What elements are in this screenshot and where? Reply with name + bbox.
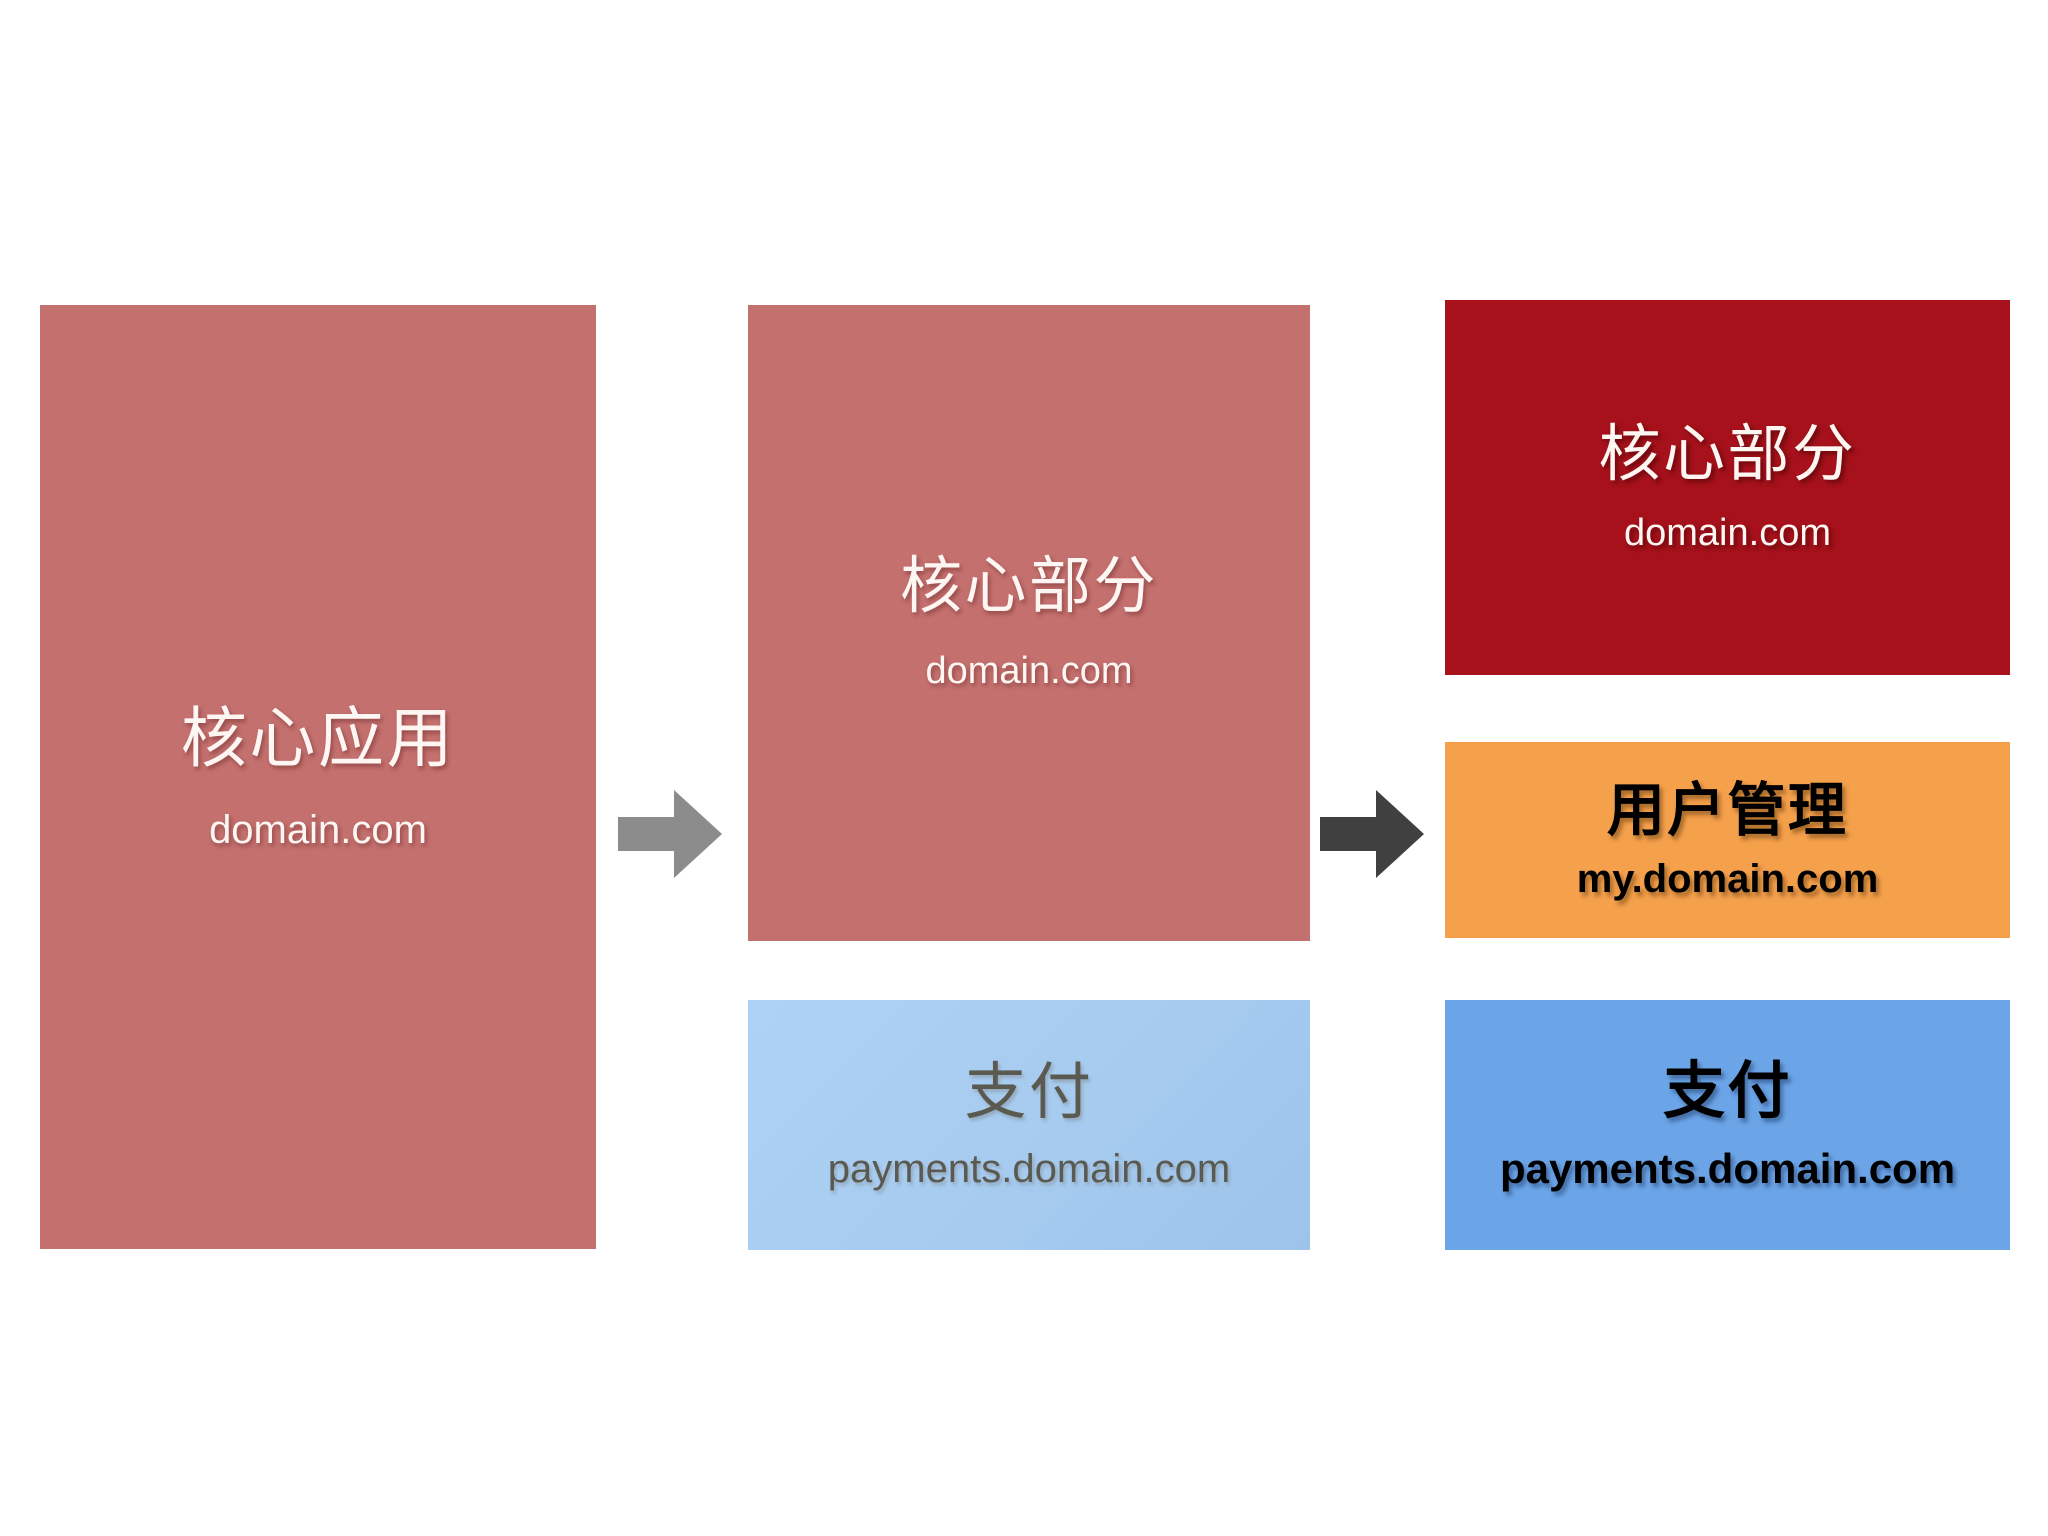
block-payments-stage2[interactable]: 支付 payments.domain.com <box>748 1000 1310 1250</box>
block-user-management[interactable]: 用户管理 my.domain.com <box>1445 742 2010 938</box>
block-payments-stage2-title: 支付 <box>964 1057 1094 1127</box>
block-core-part-stage3[interactable]: 核心部分 domain.com <box>1445 300 2010 675</box>
block-payments-stage3-title: 支付 <box>1663 1056 1792 1126</box>
block-core-part-stage3-title: 核心部分 <box>1598 419 1857 489</box>
block-payments-stage3-domain: payments.domain.com <box>1499 1145 1956 1192</box>
block-core-part-stage2-domain: domain.com <box>925 650 1133 693</box>
block-core-part-stage2-title: 核心部分 <box>900 552 1158 621</box>
right-arrow-icon-1 <box>618 790 722 878</box>
block-user-management-title: 用户管理 <box>1606 778 1849 844</box>
block-core-part-stage3-domain: domain.com <box>1624 511 1831 554</box>
block-payments-stage3[interactable]: 支付 payments.domain.com <box>1445 1000 2010 1250</box>
right-arrow-icon-2 <box>1320 790 1424 878</box>
block-user-management-domain: my.domain.com <box>1576 856 1879 901</box>
block-core-app[interactable]: 核心应用 domain.com <box>40 305 596 1249</box>
block-core-part-stage2[interactable]: 核心部分 domain.com <box>748 305 1310 941</box>
block-payments-stage2-domain: payments.domain.com <box>827 1147 1231 1192</box>
block-core-app-title: 核心应用 <box>180 700 456 775</box>
block-core-app-domain: domain.com <box>209 808 427 853</box>
